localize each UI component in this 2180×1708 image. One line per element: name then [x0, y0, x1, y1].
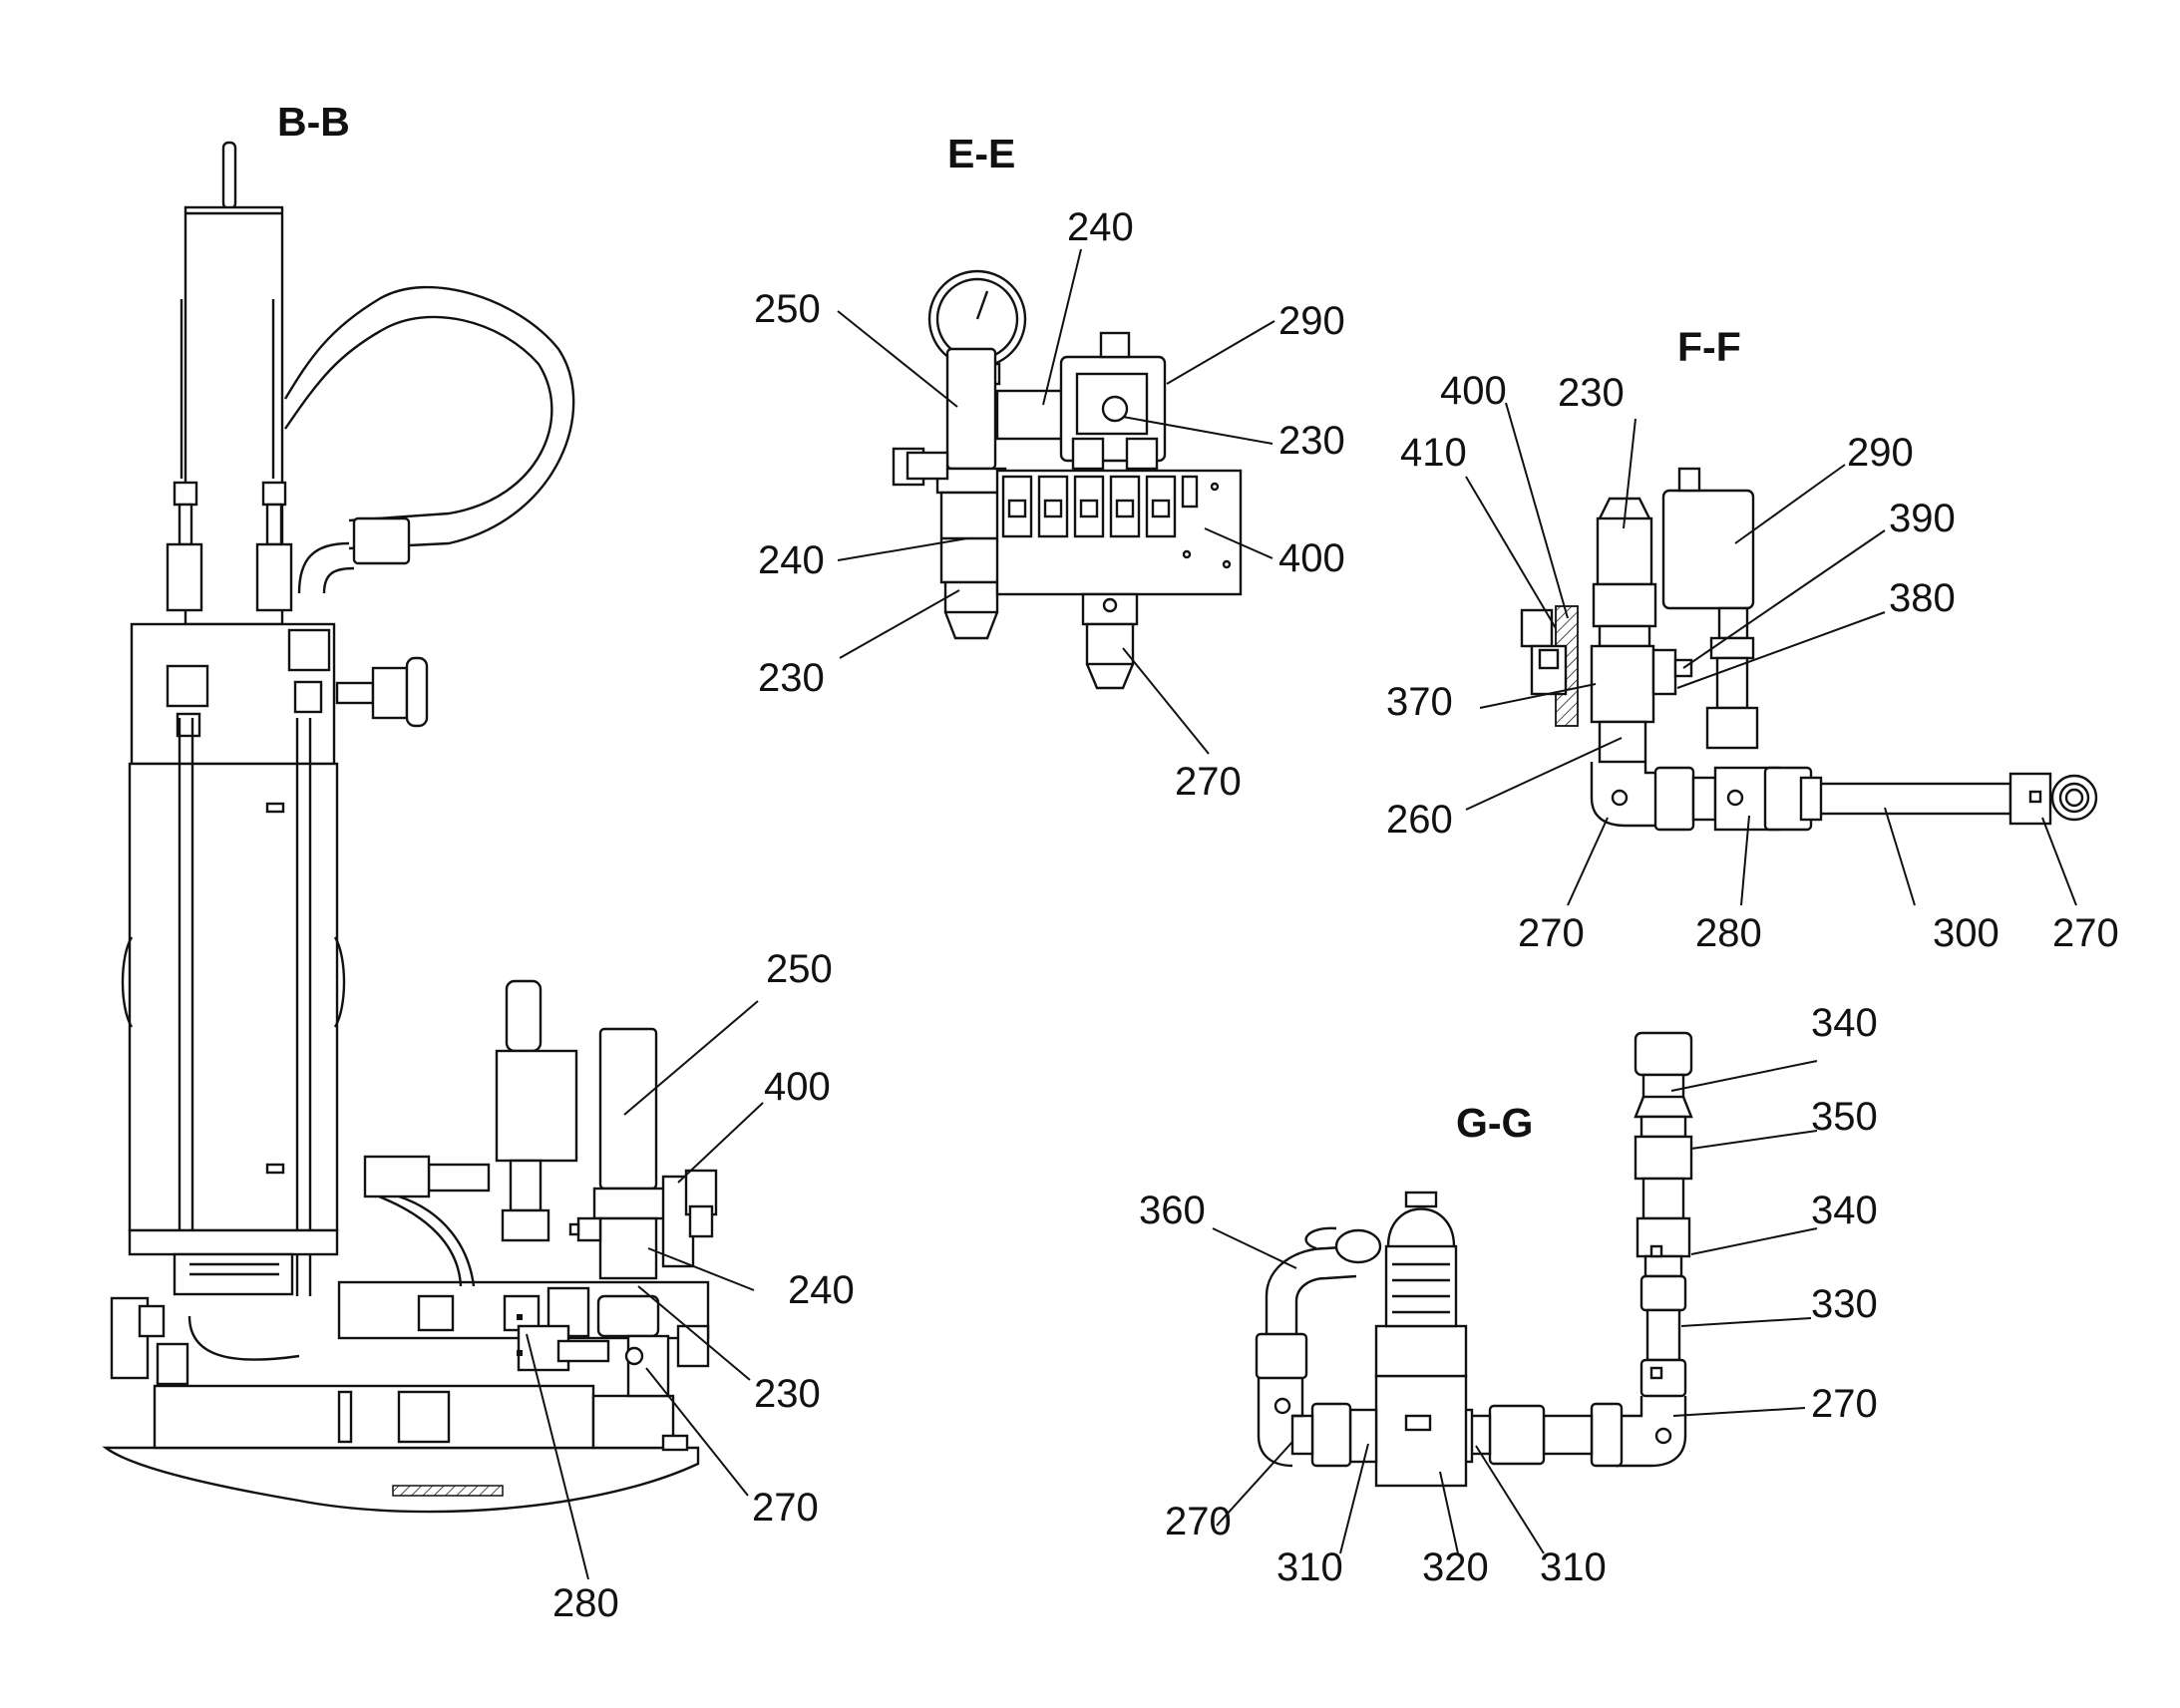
- part-label: 390: [1889, 497, 1956, 540]
- part-label: 410: [1400, 431, 1467, 475]
- part-label: 270: [1811, 1382, 1878, 1426]
- part-label: 340: [1811, 1001, 1878, 1045]
- view-title-ee: E-E: [947, 131, 1016, 176]
- part-label: 230: [754, 1372, 821, 1416]
- part-label: 270: [752, 1486, 819, 1530]
- view-ff-drawing: [1520, 467, 2098, 832]
- part-label: 290: [1847, 431, 1914, 475]
- part-label: 240: [1067, 205, 1134, 249]
- part-label: 270: [1175, 760, 1242, 804]
- part-label: 290: [1278, 299, 1345, 343]
- part-label: 310: [1276, 1545, 1343, 1589]
- part-label: 320: [1422, 1545, 1489, 1589]
- part-label: 330: [1811, 1282, 1878, 1326]
- part-label: 370: [1386, 680, 1453, 724]
- view-bb-drawing: [102, 141, 718, 1514]
- part-label: 240: [758, 538, 825, 582]
- view-ee-drawing: [892, 269, 1243, 690]
- part-label: 250: [754, 287, 821, 331]
- view-title-gg: G-G: [1456, 1100, 1534, 1146]
- part-label: 230: [758, 656, 825, 700]
- part-label: 400: [764, 1065, 831, 1109]
- part-label: 280: [552, 1581, 619, 1625]
- part-label: 400: [1278, 536, 1345, 580]
- part-label: 300: [1933, 911, 1999, 955]
- view-title-bb: B-B: [277, 99, 350, 145]
- part-label: 400: [1440, 369, 1507, 413]
- part-label: 270: [2052, 911, 2119, 955]
- part-label: 380: [1889, 576, 1956, 620]
- part-label: 360: [1139, 1189, 1206, 1232]
- part-label: 230: [1278, 419, 1345, 463]
- part-label: 310: [1540, 1545, 1607, 1589]
- view-title-ff: F-F: [1677, 324, 1741, 370]
- view-gg-drawing: [1255, 1031, 1693, 1488]
- part-label: 250: [766, 947, 833, 991]
- part-label: 270: [1165, 1500, 1232, 1543]
- leader-lines: [526, 248, 2077, 1580]
- part-label: 350: [1811, 1095, 1878, 1139]
- part-label: 270: [1518, 911, 1585, 955]
- part-label: 230: [1558, 371, 1625, 415]
- part-label: 240: [788, 1268, 855, 1312]
- part-label: 340: [1811, 1189, 1878, 1232]
- part-label: 280: [1695, 911, 1762, 955]
- part-label: 260: [1386, 798, 1453, 842]
